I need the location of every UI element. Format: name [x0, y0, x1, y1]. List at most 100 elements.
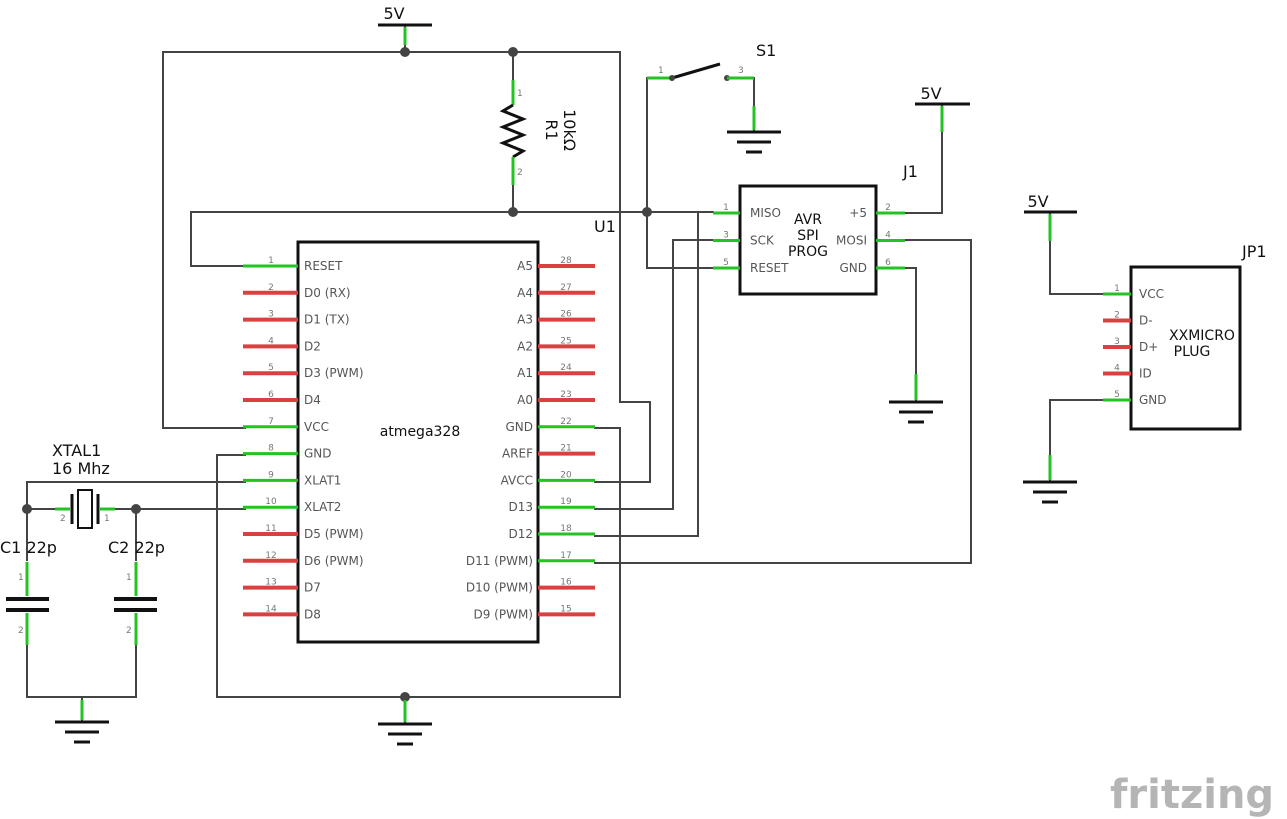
vcc-symbol-jp1: 5V — [1024, 192, 1077, 241]
c1-label: C1 22p — [0, 538, 57, 557]
j1-pin-label: +5 — [849, 206, 867, 220]
capacitor-c2[interactable]: 1 2 C2 22p — [108, 538, 165, 645]
jp1-pin-number: 2 — [1114, 311, 1120, 321]
c2-label: C2 22p — [108, 538, 165, 557]
u1-pin-label: D10 (PWM) — [466, 581, 533, 595]
svg-text:1: 1 — [18, 573, 24, 583]
j1-pin-label: MOSI — [836, 234, 867, 248]
u1-pin-number: 1 — [268, 256, 274, 266]
jp1-pin-label: D+ — [1139, 340, 1158, 354]
junction-gnd-bottom — [400, 692, 410, 702]
u1-pin-number: 5 — [268, 363, 274, 373]
u1-pin-label: D2 — [304, 339, 321, 353]
junction-xtal-left — [22, 504, 32, 514]
u1-pin-number: 27 — [560, 283, 571, 293]
u1-pin-label: XLAT1 — [304, 473, 341, 487]
crystal-xtal1[interactable]: 2 1 XTAL1 16 Mhz — [52, 441, 115, 529]
u1-pin-label: A4 — [517, 286, 533, 300]
capacitor-c1[interactable]: 1 2 C1 22p — [0, 538, 57, 645]
u1-pin-number: 8 — [268, 444, 274, 454]
j1-name-line-1: AVR — [794, 212, 822, 228]
ground-symbol-main — [378, 700, 432, 746]
junction-reset-r1 — [508, 207, 518, 217]
r1-value: 10kΩ — [560, 109, 579, 151]
jp1-pin-number: 5 — [1114, 390, 1120, 400]
j1-pin-label: MISO — [750, 206, 781, 220]
j1-pin-number: 2 — [885, 203, 891, 213]
u1-pin-number: 6 — [268, 390, 274, 400]
j1-pin-label: SCK — [750, 234, 775, 248]
u1-pin-label: GND — [304, 447, 332, 461]
j1-pin-number: 6 — [885, 258, 891, 268]
u1-pin-number: 22 — [560, 417, 571, 427]
u1-pin-label: D3 (PWM) — [304, 366, 364, 380]
u1-pin-label: A1 — [517, 366, 533, 380]
u1-pin-label: D11 (PWM) — [466, 554, 533, 568]
vcc-jp1-label: 5V — [1027, 192, 1048, 211]
u1-pin-label: D4 — [304, 393, 321, 407]
u1-pin-number: 4 — [268, 336, 274, 346]
svg-text:3: 3 — [738, 66, 744, 76]
u1-name: atmega328 — [380, 424, 461, 440]
j1-pin-label: RESET — [750, 261, 789, 275]
j1-pin-label: GND — [839, 261, 867, 275]
junction-r1-top — [508, 47, 518, 57]
jp1-pin-label: GND — [1139, 393, 1167, 407]
junction-reset-switch — [642, 207, 652, 217]
u1-ref: U1 — [594, 217, 616, 236]
j1-pin-number: 1 — [723, 203, 729, 213]
jp1-name-line-1: XXMICRO — [1169, 328, 1235, 344]
r1-ref: R1 — [542, 119, 561, 140]
resistor-r1[interactable]: 1 2 R1 10kΩ — [498, 80, 579, 185]
u1-pin-number: 19 — [560, 497, 572, 507]
u1-pin-label: D6 (PWM) — [304, 554, 364, 568]
u1-right-pins: 28A527A426A325A224A123A022GND21AREF20AVC… — [466, 256, 595, 621]
u1-pin-number: 9 — [268, 470, 274, 480]
jp1-ref: JP1 — [1241, 242, 1267, 261]
u1-pin-label: AVCC — [501, 473, 533, 487]
ground-symbol-jp1 — [1023, 455, 1077, 504]
svg-text:1: 1 — [104, 514, 110, 524]
u1-pin-label: D13 — [508, 500, 533, 514]
junction-xtal-right — [131, 504, 141, 514]
j1-ref: J1 — [902, 162, 918, 181]
vcc-symbol-top: 5V — [378, 4, 432, 45]
u1-pin-label: GND — [505, 420, 533, 434]
ground-symbol-switch — [727, 106, 781, 154]
u1-pin-label: D7 — [304, 581, 321, 595]
junctions — [22, 47, 652, 702]
svg-text:2: 2 — [18, 626, 24, 636]
u1-pin-number: 17 — [560, 551, 571, 561]
u1-body — [296, 240, 540, 644]
fritzing-logo: fritzing — [1110, 772, 1274, 818]
jp1-pin-number: 1 — [1114, 284, 1120, 294]
u1-pin-number: 24 — [560, 363, 572, 373]
u1-pin-label: XLAT2 — [304, 500, 341, 514]
jp1-name-line-2: PLUG — [1174, 344, 1211, 360]
u1-pin-number: 2 — [268, 283, 274, 293]
u1-pin-label: VCC — [304, 420, 329, 434]
u1-pin-label: D12 — [508, 527, 533, 541]
jp1-body — [1129, 265, 1242, 431]
ground-symbol-j1 — [889, 374, 943, 424]
svg-text:2: 2 — [517, 168, 523, 178]
u1-pin-number: 16 — [560, 578, 572, 588]
xtal1-value: 16 Mhz — [52, 459, 110, 478]
svg-text:2: 2 — [60, 514, 66, 524]
svg-text:1: 1 — [126, 573, 132, 583]
jp1-pin-label: VCC — [1139, 287, 1164, 301]
switch-s1[interactable]: 1 3 S1 — [647, 41, 776, 81]
u1-pin-label: D8 — [304, 607, 321, 621]
j1-name-line-3: PROG — [788, 244, 828, 260]
u1-pin-number: 3 — [268, 310, 274, 320]
junction-top-5v — [400, 47, 410, 57]
ground-symbol-caps — [55, 700, 109, 744]
jp1-pin-number: 4 — [1114, 364, 1120, 374]
